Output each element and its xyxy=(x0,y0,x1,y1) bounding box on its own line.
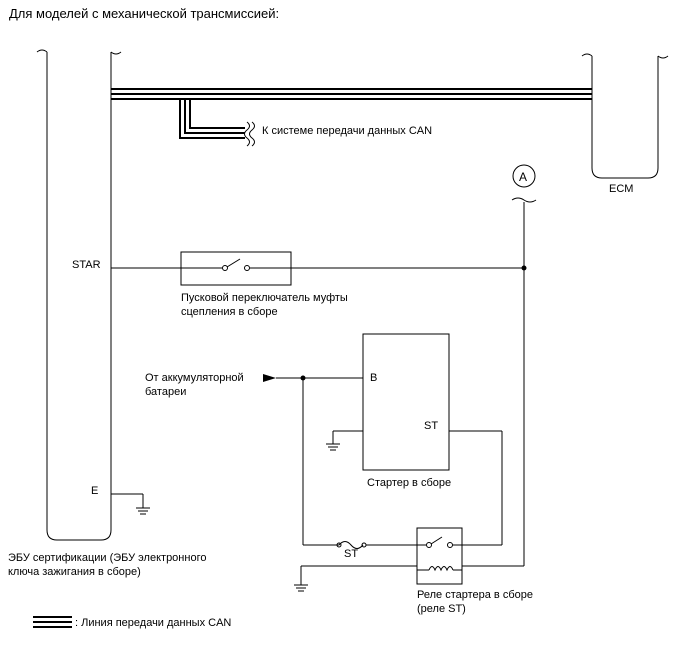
relay-label-1: Реле стартера в сборе xyxy=(417,589,533,601)
can-bus-line xyxy=(111,88,592,100)
diagram-title: Для моделей с механической трансмиссией: xyxy=(9,6,279,21)
relay-label-2: (реле ST) xyxy=(417,603,466,615)
clutch-switch-label-2: сцепления в сборе xyxy=(181,306,278,318)
relay-switch-contact xyxy=(417,536,462,548)
starter-box xyxy=(362,333,450,471)
connector-a-circle xyxy=(512,164,536,188)
connector-a-break xyxy=(511,197,537,203)
starter-pin-b-label: B xyxy=(370,372,377,384)
legend-can-label: : Линия передачи данных CAN xyxy=(75,617,231,629)
ecm-body xyxy=(591,56,659,179)
pin-star-label: STAR xyxy=(72,259,101,271)
battery-label-2: батареи xyxy=(145,386,186,398)
fuse-label: ST xyxy=(344,548,358,560)
fuse-terminal-left xyxy=(336,542,342,548)
relay-coil-icon xyxy=(417,566,462,572)
can-system-label: К системе передачи данных CAN xyxy=(262,125,432,137)
ecu-cert-label-2: ключа зажигания в сборе) xyxy=(8,566,141,578)
clutch-switch-contact xyxy=(181,258,291,271)
pin-e-label: E xyxy=(91,485,98,497)
junction-dot xyxy=(521,265,527,271)
ecm-top-break xyxy=(581,53,669,59)
legend-can-line-icon xyxy=(33,616,72,628)
relay-ground-symbol xyxy=(294,566,308,592)
ecu-cert-label-1: ЭБУ сертификации (ЭБУ электронного xyxy=(8,552,206,564)
starter-relay-box xyxy=(416,527,463,585)
can-break-mark-2 xyxy=(249,121,255,147)
connector-a-label: A xyxy=(519,170,527,184)
starter-ground-symbol xyxy=(326,431,340,451)
can-branch-line xyxy=(179,99,245,139)
clutch-switch-label-1: Пусковой переключатель муфты xyxy=(181,292,348,304)
can-break-mark xyxy=(244,121,250,147)
ecm-label: ECM xyxy=(609,183,633,195)
ecu-certification-body xyxy=(46,52,112,541)
starter-label: Стартер в сборе xyxy=(367,477,451,489)
battery-arrow-icon xyxy=(263,374,276,382)
ecu-ground-symbol xyxy=(136,494,150,515)
battery-label-1: От аккумуляторной xyxy=(145,372,244,384)
ecu-certification-top-break xyxy=(36,49,122,55)
fuse-st-symbol xyxy=(338,541,364,549)
starter-pin-st-label: ST xyxy=(424,420,438,432)
